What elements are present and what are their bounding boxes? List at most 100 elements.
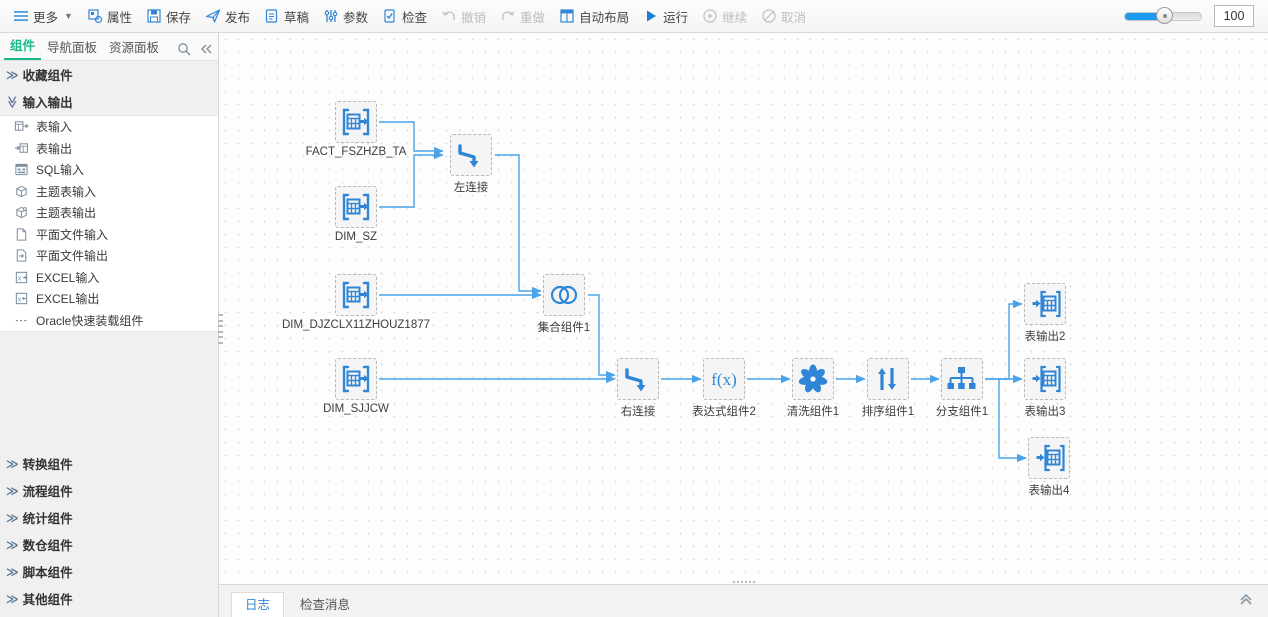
- cleanse-icon[interactable]: [792, 358, 834, 400]
- table-input-icon[interactable]: [335, 101, 377, 143]
- component-item-label: EXCEL输出: [36, 292, 100, 307]
- toolbar-button-label: 自动布局: [579, 10, 630, 25]
- properties-icon: [87, 8, 103, 24]
- flat-file-input-icon: [14, 227, 29, 242]
- sort-icon[interactable]: [867, 358, 909, 400]
- component-item-subject-table-input[interactable]: 主题表输入: [0, 181, 218, 203]
- toolbar-button-label: 草稿: [283, 10, 309, 25]
- link-union-to-rightjoin: [588, 294, 616, 380]
- bottom-resize-handle[interactable]: [219, 578, 1268, 585]
- table-input-icon: [14, 119, 29, 134]
- sql-input-icon: [14, 162, 29, 177]
- toolbar-button-publish[interactable]: 发布: [198, 3, 257, 29]
- branch-icon[interactable]: [941, 358, 983, 400]
- expression-icon[interactable]: f(x): [703, 358, 745, 400]
- link-leftjoin-to-union: [495, 154, 542, 296]
- toolbar-button-undo: 撤销: [434, 3, 493, 29]
- table-output-icon: [14, 141, 29, 156]
- collapse-panel-icon[interactable]: [199, 42, 213, 56]
- svg-text:f(x): f(x): [711, 370, 736, 389]
- toolbar-button-redo: 重做: [493, 3, 552, 29]
- component-group-header[interactable]: ≫输入输出: [0, 88, 218, 115]
- toolbar-button-label: 参数: [343, 10, 369, 25]
- component-item-label: 平面文件输入: [36, 227, 109, 242]
- component-item-oracle-loader[interactable]: Oracle快速装载组件: [0, 310, 218, 332]
- component-group-header[interactable]: ≫数仓组件: [0, 531, 218, 558]
- component-item-flat-file-input[interactable]: 平面文件输入: [0, 224, 218, 246]
- toolbar-button-label: 撤销: [461, 10, 487, 25]
- log-tab-0[interactable]: 日志: [231, 592, 285, 617]
- toolbar-button-menu[interactable]: 更多▼: [6, 3, 80, 29]
- panel-filler: [0, 332, 218, 450]
- component-group-title: 数仓组件: [22, 539, 73, 553]
- table-output-icon[interactable]: [1028, 437, 1070, 479]
- component-group-header[interactable]: ≫转换组件: [0, 450, 218, 477]
- run-icon: [643, 8, 659, 24]
- right-join-icon[interactable]: [617, 358, 659, 400]
- zoom-slider-knob[interactable]: [1156, 7, 1173, 24]
- component-item-subject-table-output[interactable]: 主题表输出: [0, 202, 218, 224]
- panel-tab-2[interactable]: 资源面板: [109, 41, 160, 55]
- log-tab-1[interactable]: 检查消息: [300, 598, 351, 612]
- chevron-down-icon[interactable]: ▼: [64, 11, 73, 21]
- cancel-icon: [761, 8, 777, 24]
- link-branch-to-out2: [985, 299, 1023, 380]
- component-item-label: 主题表输出: [36, 206, 97, 221]
- search-icon[interactable]: [177, 42, 191, 56]
- canvas-node-label: 表输出4: [1028, 485, 1070, 497]
- chevron-right-icon: ≫: [6, 456, 19, 471]
- continue-icon: [702, 8, 718, 24]
- toolbar-button-auto-layout[interactable]: 自动布局: [552, 3, 636, 29]
- toolbar-button-label: 保存: [165, 10, 191, 25]
- table-output-icon[interactable]: [1024, 358, 1066, 400]
- publish-icon: [205, 8, 221, 24]
- toolbar-button-run[interactable]: 运行: [636, 3, 695, 29]
- toolbar-button-check[interactable]: 检查: [375, 3, 434, 29]
- zoom-slider[interactable]: [1124, 7, 1202, 24]
- log-panel: 日志 检查消息: [219, 584, 1268, 617]
- panel-tool-group: [177, 42, 213, 56]
- left-join-icon[interactable]: [450, 134, 492, 176]
- table-input-icon[interactable]: [335, 186, 377, 228]
- toolbar-button-draft[interactable]: 草稿: [257, 3, 316, 29]
- subject-table-input-icon: [14, 184, 29, 199]
- link-dimsz-to-leftjoin: [379, 150, 444, 208]
- component-group-header[interactable]: ≫收藏组件: [0, 61, 218, 88]
- panel-tab-1[interactable]: 导航面板: [47, 41, 98, 55]
- table-input-icon[interactable]: [335, 358, 377, 400]
- chevron-double-up-icon[interactable]: [1238, 591, 1268, 617]
- canvas-node-label: FACT_FSZHZB_TA: [305, 146, 407, 158]
- chevron-right-icon: ≫: [6, 591, 19, 606]
- toolbar-button-label: 运行: [663, 10, 689, 25]
- undo-icon: [441, 8, 457, 24]
- toolbar-button-label: 发布: [224, 10, 250, 25]
- component-group-header[interactable]: ≫其他组件: [0, 585, 218, 612]
- canvas-node-label: 表达式组件2: [692, 406, 756, 418]
- canvas-node-label: DIM_SZ: [334, 231, 378, 243]
- toolbar-button-properties[interactable]: 属性: [80, 3, 139, 29]
- component-group-header[interactable]: ≫统计组件: [0, 504, 218, 531]
- menu-icon: [13, 8, 29, 24]
- toolbar-button-save[interactable]: 保存: [139, 3, 198, 29]
- component-item-sql-input[interactable]: SQL输入: [0, 159, 218, 181]
- component-item-label: SQL输入: [36, 163, 85, 178]
- save-icon: [146, 8, 162, 24]
- panel-resize-handle[interactable]: [218, 312, 223, 346]
- panel-tab-0[interactable]: 组件: [4, 35, 42, 60]
- component-item-table-output[interactable]: 表输出: [0, 138, 218, 160]
- zoom-controls: 100: [1124, 5, 1262, 27]
- table-output-icon[interactable]: [1024, 283, 1066, 325]
- component-group-header[interactable]: ≫流程组件: [0, 477, 218, 504]
- component-item-table-input[interactable]: 表输入: [0, 116, 218, 138]
- zoom-value-input[interactable]: 100: [1214, 5, 1254, 27]
- component-tree: ≫收藏组件≫输入输出表输入表输出 SQL输入主题表输入主题表输出平面文件输入平面文…: [0, 61, 218, 617]
- chevron-right-icon: ≫: [6, 483, 19, 498]
- table-input-icon[interactable]: [335, 274, 377, 316]
- component-group-header[interactable]: ≫脚本组件: [0, 558, 218, 585]
- component-item-flat-file-output[interactable]: 平面文件输出: [0, 245, 218, 267]
- union-icon[interactable]: [543, 274, 585, 316]
- toolbar-button-parameters[interactable]: 参数: [316, 3, 375, 29]
